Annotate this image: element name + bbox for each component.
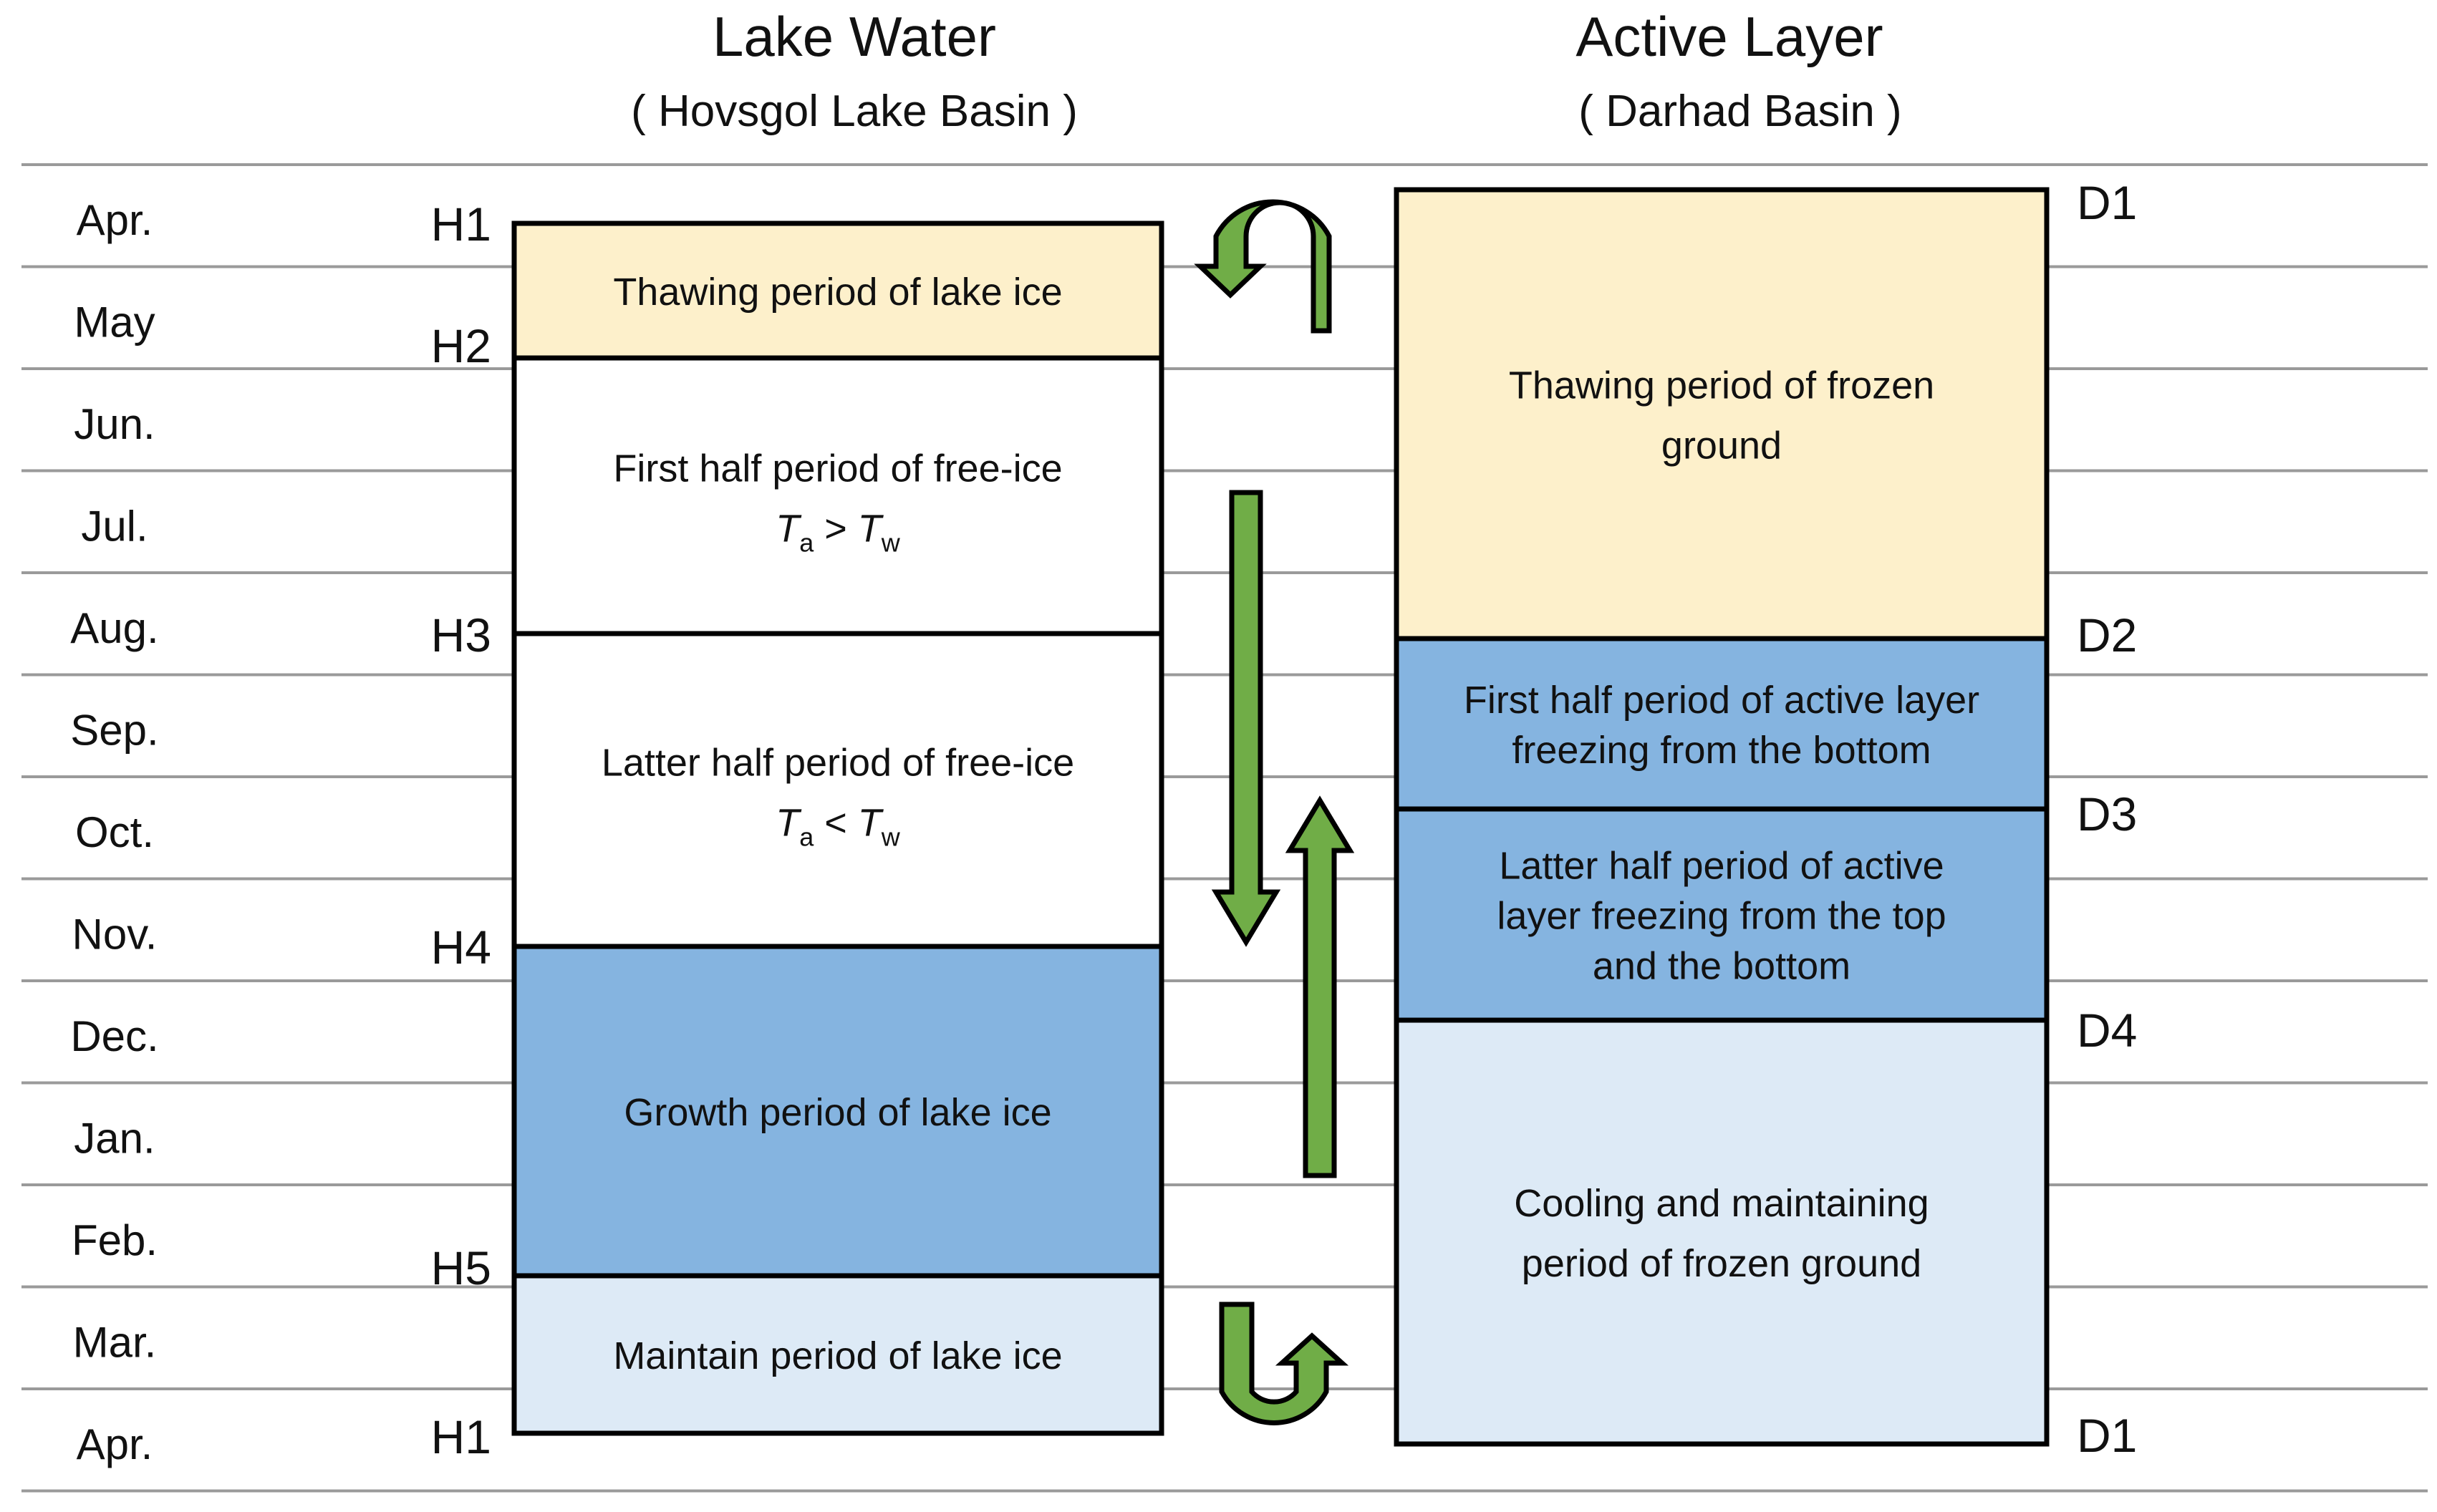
month-grid — [21, 163, 2428, 1493]
lake-period-formula: Ta > Tw — [776, 508, 901, 558]
month-label: Apr. — [77, 196, 153, 244]
down-arrow — [1211, 490, 1281, 947]
lake-marker: H3 — [431, 609, 491, 662]
active-layer-title: Active Layer — [1575, 5, 1883, 68]
lake-period-label: Growth period of lake ice — [624, 1091, 1051, 1134]
active-period-box — [1394, 636, 2050, 812]
month-label: Jan. — [74, 1115, 155, 1163]
active-period-box — [1394, 187, 2050, 641]
lake-period-box — [511, 1273, 1164, 1436]
u-turn-bottom-arrow — [1219, 1302, 1349, 1425]
active-period-label: Latter half period of active — [1499, 845, 1944, 888]
active-marker: D1 — [2077, 1409, 2137, 1462]
active-period-label: period of frozen ground — [1522, 1242, 1921, 1285]
transition-arrows — [1194, 199, 1355, 1425]
active-period-label: First half period of active layer — [1464, 679, 1979, 722]
u-turn-top-arrow — [1194, 199, 1332, 334]
lake-period-label: Maintain period of lake ice — [613, 1334, 1062, 1377]
active-period-label: Thawing period of frozen — [1509, 364, 1934, 407]
month-label: Aug. — [70, 604, 158, 652]
month-label: Apr. — [77, 1420, 153, 1468]
active-period-box — [1394, 1017, 2050, 1447]
active-marker: D3 — [2077, 788, 2137, 840]
lake-period-label: Latter half period of free-ice — [602, 742, 1074, 785]
active-marker: D4 — [2077, 1004, 2137, 1057]
lake-water-title: Lake Water — [713, 5, 996, 68]
active-period-label: and the bottom — [1593, 945, 1850, 988]
lake-period-formula: Ta < Tw — [776, 802, 901, 852]
month-label: Sep. — [70, 707, 158, 755]
lake-water-subtitle: ( Hovsgol Lake Basin ) — [631, 87, 1078, 136]
lake-marker: H1 — [431, 1410, 491, 1463]
lake-marker: H4 — [431, 921, 491, 974]
month-label: Feb. — [72, 1216, 158, 1264]
lake-marker: H1 — [431, 198, 491, 251]
lake-marker: H5 — [431, 1241, 491, 1294]
active-layer-subtitle: ( Darhad Basin ) — [1578, 87, 1901, 136]
month-label: Mar. — [73, 1319, 157, 1367]
active-period-box — [1394, 806, 2050, 1023]
month-label: May — [74, 299, 155, 346]
month-label: Nov. — [72, 911, 158, 959]
month-label: Oct. — [75, 808, 154, 856]
month-label: Dec. — [70, 1012, 158, 1060]
active-marker: D2 — [2077, 609, 2137, 662]
lake-marker: H2 — [431, 319, 491, 372]
active-period-label: freezing from the bottom — [1512, 729, 1931, 772]
lake-period-box — [511, 631, 1164, 949]
month-label: Jul. — [81, 503, 148, 551]
active-period-label: layer freezing from the top — [1497, 895, 1946, 938]
lake-period-box — [511, 355, 1164, 636]
lake-period-label: Thawing period of lake ice — [613, 271, 1062, 314]
lake-period-box — [511, 944, 1164, 1279]
lake-period-label: First half period of free-ice — [613, 447, 1062, 490]
month-label: Jun. — [74, 400, 155, 448]
active-period-label: Cooling and maintaining — [1514, 1182, 1929, 1225]
active-marker: D1 — [2077, 176, 2137, 229]
up-arrow — [1285, 795, 1355, 1178]
active-period-label: ground — [1661, 425, 1782, 467]
